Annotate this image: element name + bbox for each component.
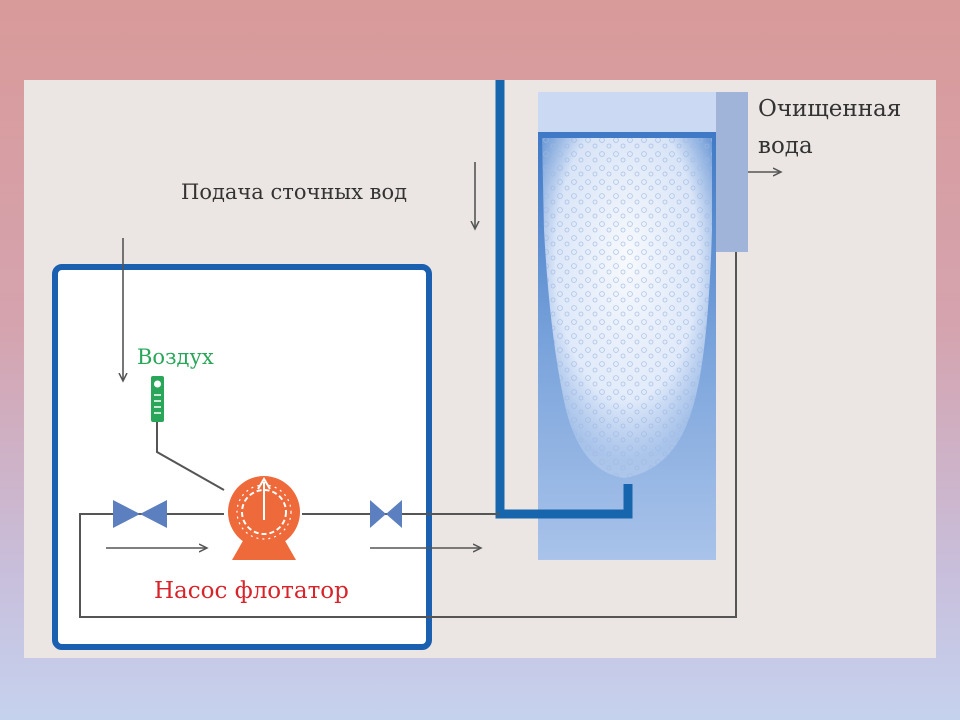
flotation-tank — [538, 92, 748, 560]
feed-pipe — [495, 80, 633, 519]
valve-icon — [370, 500, 402, 528]
wastewater-feed-label: Подача сточных вод — [181, 180, 407, 204]
pump-label: Насос флотатор — [154, 578, 349, 604]
air-inlet-icon — [151, 376, 164, 422]
valve-icon — [113, 500, 167, 528]
flotation-diagram: Очищенная вода Подача сточных вод Воздух… — [52, 80, 901, 650]
pump-module-box — [52, 264, 432, 650]
pump-icon — [228, 476, 300, 560]
diagram-panel: Очищенная вода Подача сточных вод Воздух… — [24, 80, 936, 658]
clean-water-label: вода — [758, 133, 813, 159]
tank-top — [538, 92, 716, 137]
foam-bubbles — [542, 138, 712, 478]
air-to-pump-line — [156, 420, 225, 491]
air-label: Воздух — [137, 345, 214, 369]
clean-water-label: Очищенная — [758, 96, 901, 122]
overflow-outlet — [716, 92, 748, 252]
return-line — [79, 252, 737, 618]
